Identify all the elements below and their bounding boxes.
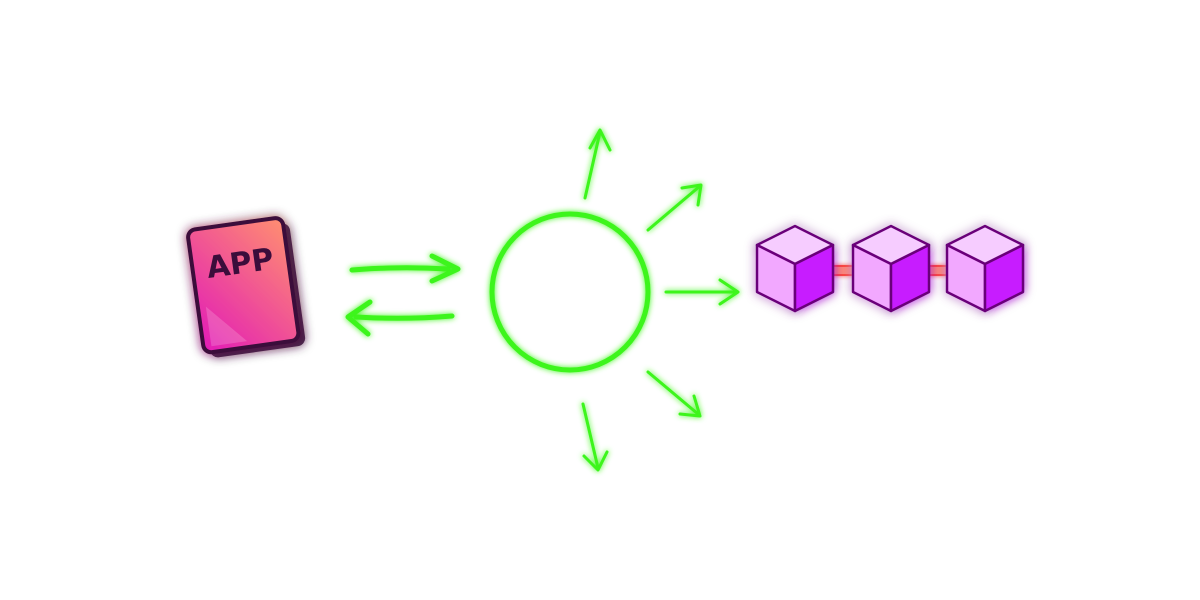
block-cube-icon [851, 224, 931, 313]
ray-arrow-up-icon [583, 128, 612, 200]
ray-arrow-up-right-icon [646, 183, 703, 232]
hub-circle [489, 211, 651, 373]
blockchain [755, 224, 1025, 313]
block-cube-icon [945, 224, 1025, 313]
ray-arrow-down-icon [581, 402, 609, 472]
response-arrow-icon [345, 299, 455, 337]
ray-arrow-down-right-icon [646, 370, 702, 418]
block-cube-icon [755, 224, 835, 313]
request-arrow-icon [349, 253, 461, 284]
ray-arrow-right-icon [664, 278, 740, 306]
app-icon: APP [186, 216, 306, 358]
